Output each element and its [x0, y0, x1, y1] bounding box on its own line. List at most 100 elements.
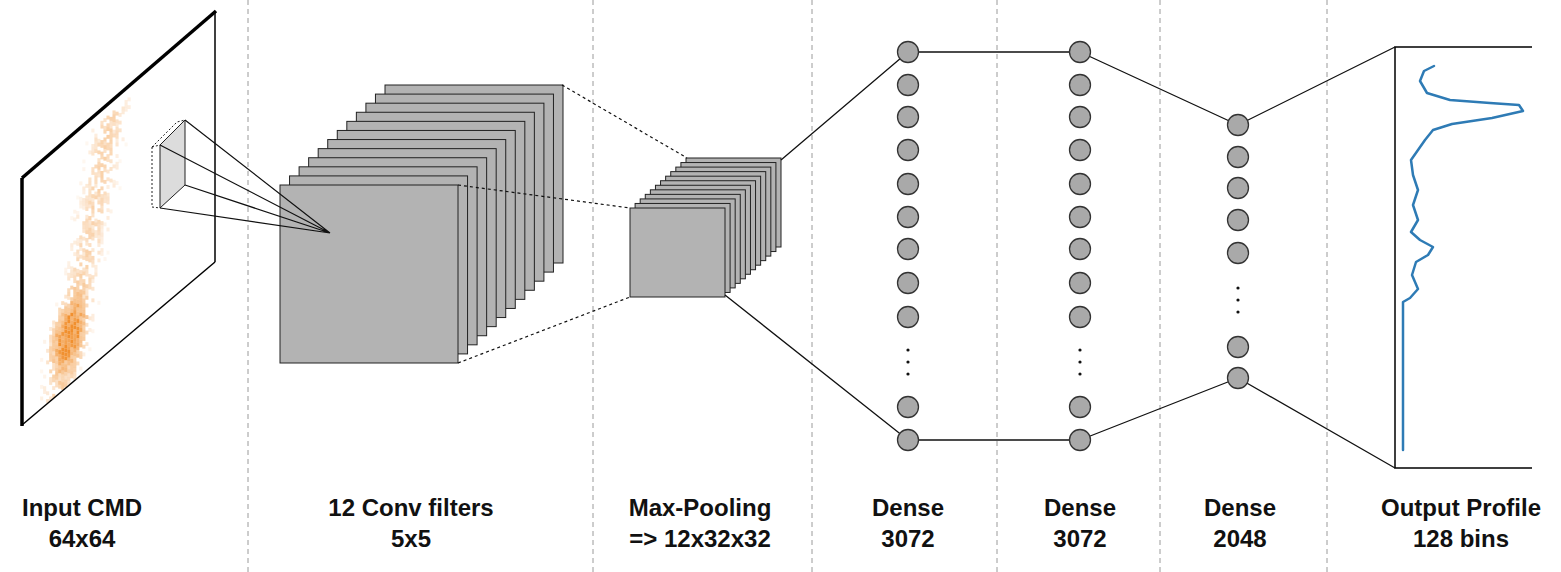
heat-cell	[85, 203, 88, 207]
separator	[248, 0, 249, 572]
heat-cell	[61, 347, 64, 351]
heat-cell	[88, 347, 91, 351]
layer-label: 12 Conv filters5x5	[296, 492, 526, 554]
layer-name: Output Profile	[1363, 492, 1559, 523]
heat-cell	[85, 195, 88, 199]
heat-cell	[91, 233, 94, 237]
heat-cell	[85, 199, 88, 203]
heat-cell	[76, 342, 79, 346]
heat-cell	[106, 135, 109, 139]
heat-cell	[70, 286, 73, 290]
heat-cell	[70, 266, 73, 270]
heat-cell	[106, 146, 109, 150]
heat-cell	[79, 332, 82, 336]
heat-cell	[97, 189, 100, 193]
heat-cell	[94, 230, 97, 234]
heat-cell	[94, 265, 97, 269]
heat-cell	[79, 205, 82, 209]
heat-cell	[73, 298, 76, 302]
heat-cell	[76, 215, 79, 219]
heat-cell	[128, 97, 131, 101]
heat-cell	[43, 340, 46, 344]
heat-cell	[100, 152, 103, 156]
heat-cell	[91, 256, 94, 260]
heat-cell	[73, 241, 76, 245]
heat-cell	[103, 137, 106, 141]
heat-cell	[94, 234, 97, 238]
heat-cell	[112, 130, 115, 134]
heat-cell	[79, 262, 82, 266]
heat-cell	[67, 365, 70, 369]
heat-cell	[106, 158, 109, 162]
heat-cell	[128, 105, 131, 109]
heat-cell	[52, 324, 55, 328]
layer-size: 2048	[1160, 523, 1320, 554]
heat-cell	[97, 162, 100, 166]
heat-cell	[67, 346, 70, 350]
heat-cell	[100, 225, 103, 229]
heat-cell	[115, 127, 118, 131]
neuron	[1070, 397, 1091, 418]
heat-cell	[91, 225, 94, 229]
ellipsis-dot	[1078, 372, 1081, 375]
heat-cell	[73, 217, 76, 221]
heat-cell	[88, 259, 91, 263]
heat-cell	[61, 340, 64, 344]
heat-cell	[97, 201, 100, 205]
neuron	[1070, 207, 1091, 228]
heat-cell	[67, 288, 70, 292]
heat-cell	[73, 279, 76, 283]
heat-cell	[67, 296, 70, 300]
heat-cell	[79, 355, 82, 359]
heat-cell	[76, 323, 79, 327]
neuron	[1228, 147, 1249, 168]
heat-cell	[70, 371, 73, 375]
dense-layer: Dense3072	[997, 0, 1160, 572]
heat-cell	[91, 152, 94, 156]
heat-cell	[79, 320, 82, 324]
heat-cell	[40, 358, 43, 362]
neuron	[1228, 337, 1249, 358]
heat-cell	[55, 376, 58, 380]
heat-cell	[100, 163, 103, 167]
heat-cell	[115, 139, 118, 143]
heat-cell	[94, 219, 97, 223]
heat-cell	[94, 192, 97, 196]
separator	[812, 0, 813, 572]
neuron	[1070, 107, 1091, 128]
heat-cell	[106, 216, 109, 220]
heat-cell	[82, 329, 85, 333]
heat-cell	[79, 289, 82, 293]
heat-cell	[61, 317, 64, 321]
heat-cell	[85, 141, 88, 145]
heat-cell	[64, 268, 67, 272]
heat-cell	[67, 261, 70, 265]
layer-size: 128 bins	[1363, 523, 1559, 554]
heat-cell	[94, 273, 97, 277]
heat-cell	[115, 112, 118, 116]
heat-cell	[67, 369, 70, 373]
heat-cell	[97, 166, 100, 170]
heat-cell	[70, 344, 73, 348]
heat-cell	[61, 367, 64, 371]
neuron	[898, 307, 919, 328]
heat-cell	[97, 174, 100, 178]
heat-cell	[103, 118, 106, 122]
heat-cell	[97, 224, 100, 228]
heat-cell	[85, 323, 88, 327]
heat-cell	[79, 305, 82, 309]
heat-cell	[55, 353, 58, 357]
heat-cell	[103, 141, 106, 145]
heat-cell	[97, 231, 100, 235]
heat-cell	[49, 358, 52, 362]
layer-connector	[725, 52, 908, 440]
heat-cell	[97, 139, 100, 143]
heat-cell	[103, 222, 106, 226]
heat-cell	[79, 343, 82, 347]
heat-cell	[64, 337, 67, 341]
heat-cell	[100, 156, 103, 160]
heat-cell	[58, 358, 61, 362]
neuron	[1070, 239, 1091, 260]
layer-label: Dense3072	[1000, 492, 1160, 554]
heat-cell	[97, 235, 100, 239]
